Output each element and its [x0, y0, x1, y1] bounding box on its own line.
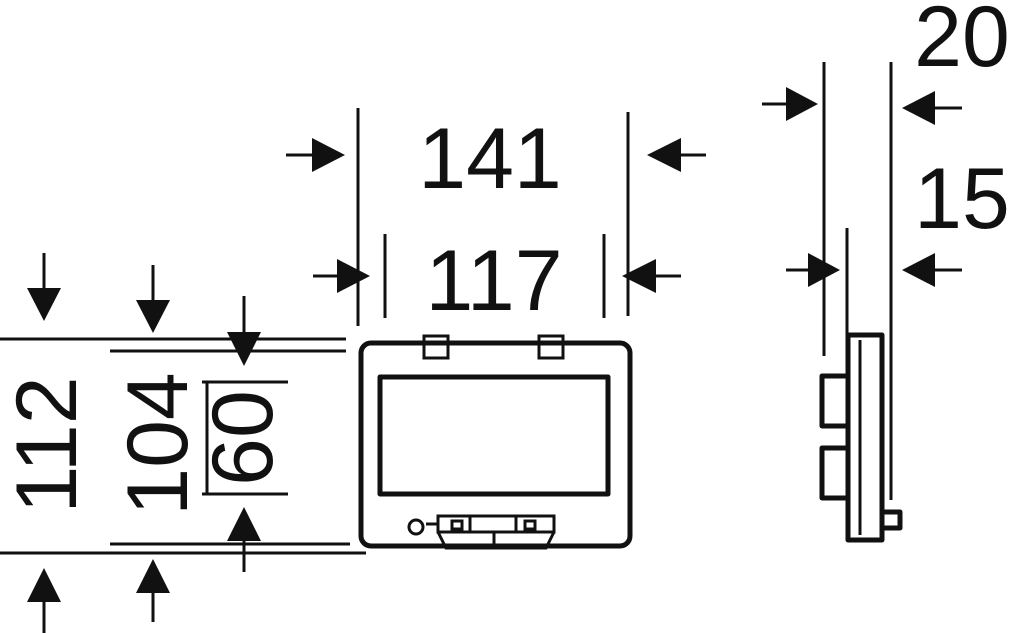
arrow-right-20 [762, 87, 818, 121]
side-bottom-nub [879, 509, 903, 531]
dimension-label-15: 15 [914, 151, 1010, 247]
screw-hole-icon [407, 518, 425, 536]
dimension-label-60: 60 [195, 390, 291, 486]
display-window [377, 374, 611, 497]
side-housing-profile [819, 332, 903, 543]
dimension-label-112: 112 [0, 376, 95, 513]
arrow-left-15 [902, 253, 962, 287]
arrow-right-15 [786, 253, 840, 287]
side-lower-tab [819, 445, 851, 501]
dimension-60-group: 60 [195, 296, 291, 572]
arrow-left-117 [622, 259, 681, 293]
arrow-down-112 [27, 253, 61, 321]
bottom-latch-mechanism [426, 514, 556, 550]
arrow-up-112 [27, 568, 61, 633]
dimension-104-group: 104 [110, 265, 350, 622]
dimension-label-104: 104 [110, 372, 206, 516]
side-main-body [845, 332, 885, 543]
arrow-right-117 [313, 259, 370, 293]
arrow-down-104 [136, 265, 170, 333]
dimension-117-group: 117 [313, 233, 681, 329]
arrow-down-60 [227, 296, 261, 366]
dimension-label-117: 117 [425, 233, 562, 329]
side-view: 20 15 [762, 0, 1010, 543]
arrow-up-104 [136, 559, 170, 622]
front-view [358, 334, 633, 550]
arrow-left-20 [902, 91, 962, 125]
top-clip-right [537, 334, 565, 360]
top-clip-left [422, 334, 450, 360]
arrow-left-141 [647, 138, 706, 172]
dimension-112-group: 112 [0, 253, 366, 633]
side-upper-tab [819, 373, 851, 429]
dimension-141-group: 141 [286, 108, 706, 326]
arrow-up-60 [227, 507, 261, 572]
arrow-right-141 [286, 138, 345, 172]
dimension-label-20: 20 [914, 0, 1010, 85]
dimension-label-141: 141 [418, 111, 562, 207]
dimension-15-group: 15 [786, 151, 1010, 336]
dimension-20-group: 20 [762, 0, 1010, 500]
